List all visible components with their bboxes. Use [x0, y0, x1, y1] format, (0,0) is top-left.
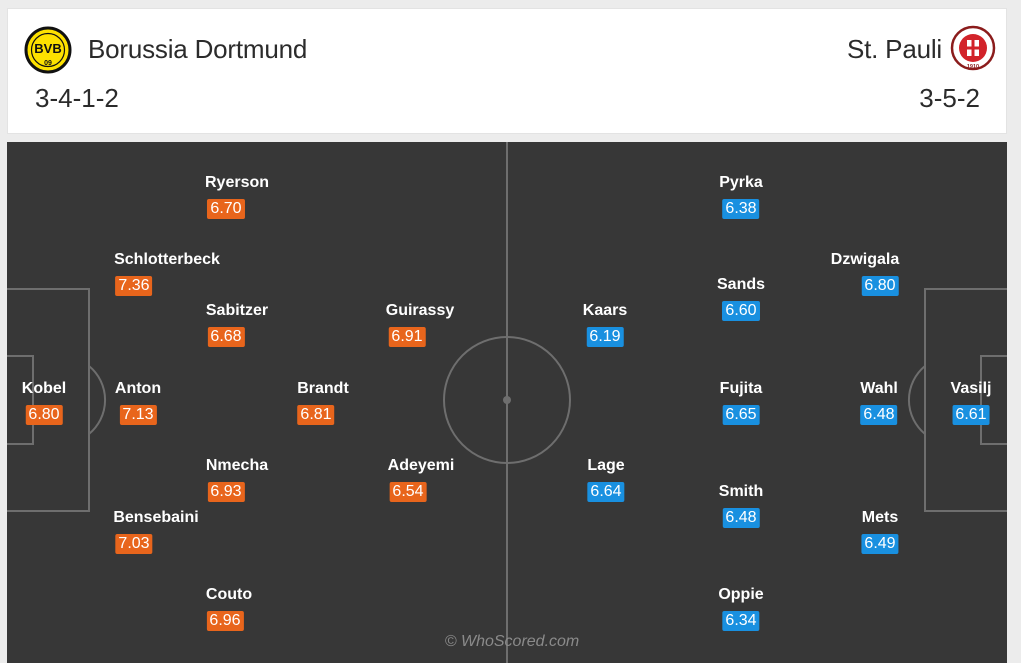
player-rating: 6.48: [860, 405, 898, 425]
svg-text:BVB: BVB: [34, 41, 61, 56]
player-rating: 6.96: [206, 611, 244, 631]
player-rating: 7.36: [115, 276, 153, 296]
away-player-pyrka[interactable]: Pyrka 6.38: [719, 173, 763, 219]
player-name: Nmecha: [205, 457, 269, 474]
away-player-kaars[interactable]: Kaars 6.19: [583, 301, 627, 347]
player-name: Brandt: [297, 380, 349, 397]
player-rating: 6.91: [388, 327, 426, 347]
home-team-name[interactable]: Borussia Dortmund: [88, 34, 308, 64]
player-name: Couto: [205, 586, 253, 603]
player-rating: 6.81: [297, 405, 335, 425]
player-name: Guirassy: [385, 302, 455, 319]
st-pauli-crest-icon[interactable]: 1910: [950, 25, 996, 71]
player-name: Vasilj: [950, 380, 992, 397]
player-rating: 6.93: [207, 482, 245, 502]
home-player-bensebaini[interactable]: Bensebaini 7.03: [113, 508, 199, 554]
pitch-markings: [7, 142, 1007, 663]
player-name: Kobel: [21, 380, 67, 397]
home-player-adeyemi[interactable]: Adeyemi 6.54: [387, 456, 455, 502]
svg-text:09: 09: [44, 60, 52, 67]
player-rating: 7.03: [115, 534, 153, 554]
player-rating: 6.70: [207, 199, 245, 219]
player-name: Wahl: [860, 380, 898, 397]
player-name: Smith: [718, 483, 764, 500]
player-rating: 6.38: [722, 199, 760, 219]
player-name: Bensebaini: [113, 509, 199, 526]
home-player-kobel[interactable]: Kobel 6.80: [22, 379, 66, 425]
home-formation: 3-4-1-2: [35, 83, 119, 113]
player-rating: 6.68: [207, 327, 245, 347]
away-player-dzwigala[interactable]: Dzwigala 6.80: [831, 250, 899, 296]
player-rating: 6.34: [722, 611, 760, 631]
player-name: Adeyemi: [387, 457, 455, 474]
away-player-oppie[interactable]: Oppie 6.34: [718, 585, 764, 631]
player-name: Sabitzer: [205, 302, 269, 319]
player-name: Schlotterbeck: [114, 251, 220, 268]
away-formation: 3-5-2: [919, 83, 980, 113]
player-rating: 6.64: [587, 482, 625, 502]
player-rating: 6.60: [722, 301, 760, 321]
player-name: Oppie: [718, 586, 764, 603]
bvb-crest-icon[interactable]: BVB 09: [24, 26, 72, 74]
player-rating: 6.54: [389, 482, 427, 502]
home-player-schlotterbeck[interactable]: Schlotterbeck 7.36: [114, 250, 220, 296]
player-name: Dzwigala: [830, 251, 900, 268]
player-rating: 6.65: [722, 405, 760, 425]
player-rating: 6.61: [952, 405, 990, 425]
player-name: Kaars: [582, 302, 628, 319]
away-player-fujita[interactable]: Fujita 6.65: [719, 379, 763, 425]
whoscored-watermark: © WhoScored.com: [444, 633, 580, 650]
away-player-sands[interactable]: Sands 6.60: [717, 275, 765, 321]
player-name: Anton: [114, 380, 162, 397]
player-rating: 6.49: [861, 534, 899, 554]
player-name: Ryerson: [204, 174, 270, 191]
away-player-wahl[interactable]: Wahl 6.48: [860, 379, 898, 425]
svg-text:1910: 1910: [967, 64, 979, 70]
away-player-smith[interactable]: Smith 6.48: [719, 482, 763, 528]
home-player-anton[interactable]: Anton 7.13: [115, 379, 161, 425]
away-player-lage[interactable]: Lage 6.64: [587, 456, 625, 502]
home-player-sabitzer[interactable]: Sabitzer 6.68: [206, 301, 268, 347]
home-player-couto[interactable]: Couto 6.96: [206, 585, 252, 631]
pitch: Kobel 6.80 Anton 7.13 Schlotterbeck 7.36…: [7, 142, 1007, 663]
away-team-name[interactable]: St. Pauli: [846, 34, 942, 64]
away-player-vasilj[interactable]: Vasilj 6.61: [950, 379, 992, 425]
home-player-nmecha[interactable]: Nmecha 6.93: [206, 456, 268, 502]
player-name: Lage: [587, 457, 625, 474]
player-name: Fujita: [719, 380, 763, 397]
home-player-ryerson[interactable]: Ryerson 6.70: [205, 173, 269, 219]
player-name: Sands: [716, 276, 766, 293]
player-rating: 6.80: [861, 276, 899, 296]
player-name: Mets: [861, 509, 899, 526]
match-header: BVB 09 Borussia Dortmund 3-4-1-2 St. Pau…: [7, 8, 1007, 134]
home-player-guirassy[interactable]: Guirassy 6.91: [386, 301, 454, 347]
player-rating: 6.19: [586, 327, 624, 347]
player-rating: 7.13: [119, 405, 157, 425]
player-rating: 6.80: [25, 405, 63, 425]
player-name: Pyrka: [719, 174, 763, 191]
player-rating: 6.48: [722, 508, 760, 528]
home-player-brandt[interactable]: Brandt 6.81: [297, 379, 349, 425]
away-player-mets[interactable]: Mets 6.49: [861, 508, 899, 554]
